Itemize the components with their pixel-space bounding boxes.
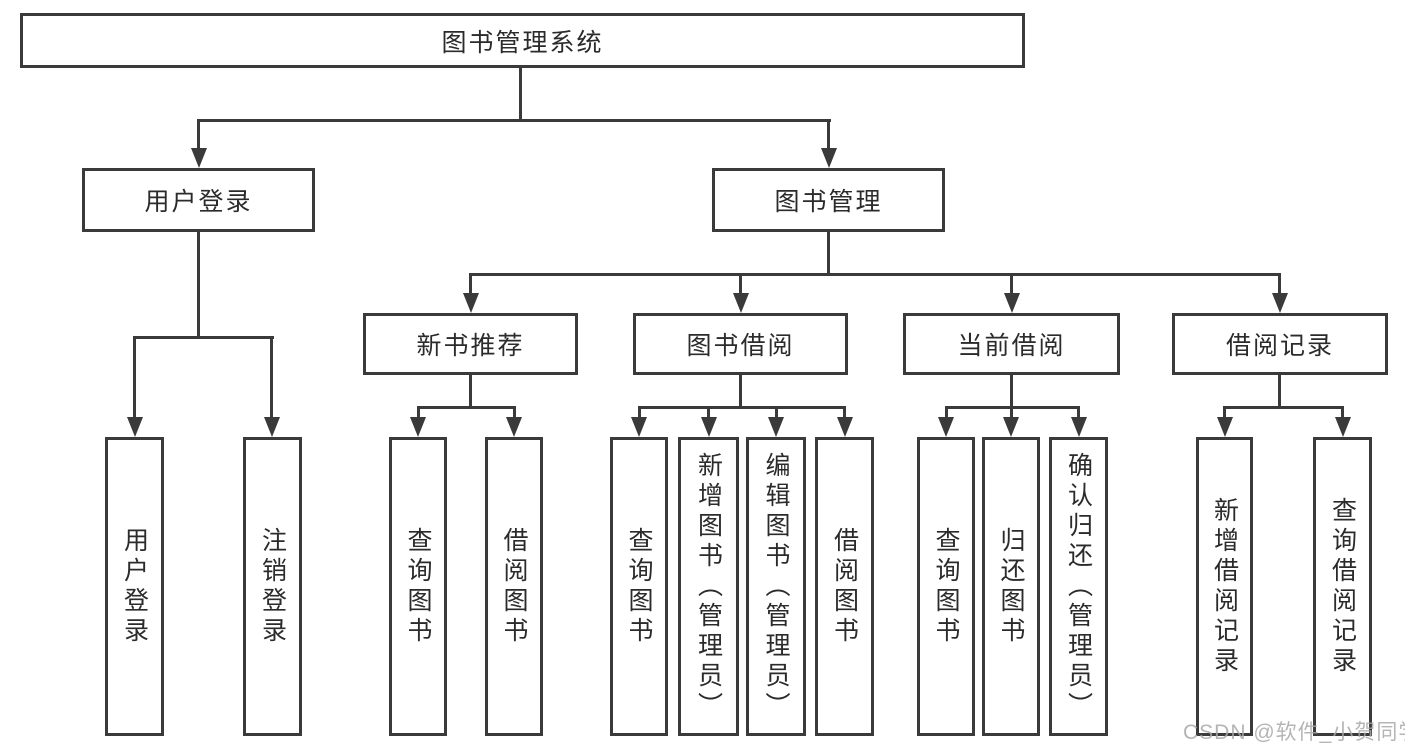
node-new-book-recommend: 新书推荐 [363,313,578,375]
node-book-borrowing: 图书借阅 [633,313,848,375]
node-borrowing-records-label: 借阅记录 [1225,332,1334,360]
node-rec-query-books: 查询图书 [389,437,447,736]
node-leaf-logout-label: 注销登录 [258,526,287,647]
arrow-down-icon [1335,417,1351,437]
arrow-down-icon [191,148,207,168]
connector-line [1077,406,1080,420]
connector-line [1010,406,1013,420]
arrow-down-icon [1217,417,1233,437]
node-root: 图书管理系统 [20,13,1025,68]
node-leaf-logout: 注销登录 [243,437,302,736]
connector-line [513,406,516,420]
node-borrowing-records: 借阅记录 [1172,313,1388,375]
node-bb-query-books: 查询图书 [610,437,668,736]
node-rec-query-books-label: 查询图书 [404,526,432,647]
arrow-down-icon [463,293,479,313]
connector-line [775,406,778,420]
connector-line [133,336,136,420]
arrow-down-icon [1071,417,1087,437]
watermark: CSDN @软件_小贺同学 [1183,721,1405,744]
arrow-down-icon [837,417,853,437]
arrow-down-icon [1272,293,1288,313]
arrow-down-icon [733,293,749,313]
node-cb-query-books-label: 查询图书 [932,526,960,647]
connector-line [270,336,273,420]
node-bb-add-books-admin: 新增图书（管理员） [678,437,739,736]
connector-line [1223,406,1226,420]
arrow-down-icon [410,417,426,437]
connector-line [197,232,200,339]
connector-line [1341,406,1344,420]
node-book-management: 图书管理 [712,168,945,232]
arrow-down-icon [127,417,143,437]
node-user-login-label: 用户登录 [144,188,253,216]
node-br-add-record-label: 新增借阅记录 [1210,496,1239,677]
arrow-down-icon [264,417,280,437]
node-root-label: 图书管理系统 [441,28,604,57]
node-cb-return-books: 归还图书 [982,437,1040,736]
connector-line [638,406,641,420]
node-user-login: 用户登录 [82,168,315,232]
connector-line [417,406,516,409]
connector-line [827,119,830,150]
node-leaf-user-login-label: 用户登录 [120,526,149,647]
node-bb-edit-books-admin-label: 编辑图书（管理员） [762,451,790,722]
node-current-borrowing: 当前借阅 [903,313,1120,375]
connector-line [1223,406,1344,409]
node-book-management-label: 图书管理 [774,188,883,216]
arrow-down-icon [1004,293,1020,313]
arrow-down-icon [768,417,784,437]
node-br-add-record: 新增借阅记录 [1196,437,1253,736]
connector-line [638,406,846,409]
node-leaf-user-login: 用户登录 [105,437,164,736]
connector-line [1278,273,1281,295]
connector-line [707,406,710,420]
node-bb-edit-books-admin: 编辑图书（管理员） [746,437,806,736]
connector-line [1010,273,1013,295]
node-cb-confirm-return-admin: 确认归还（管理员） [1049,437,1108,736]
node-rec-borrow-books-label: 借阅图书 [500,526,528,647]
connector-line [827,232,830,276]
connector-line [469,273,472,295]
node-bb-borrow-books: 借阅图书 [815,437,874,736]
node-br-query-record: 查询借阅记录 [1313,437,1372,736]
node-book-borrowing-label: 图书借阅 [686,332,795,360]
node-cb-query-books: 查询图书 [917,437,975,736]
node-rec-borrow-books: 借阅图书 [485,437,543,736]
arrow-down-icon [821,148,837,168]
arrow-down-icon [1003,417,1019,437]
connector-line [197,119,831,122]
arrow-down-icon [631,417,647,437]
node-cb-confirm-return-admin-label: 确认归还（管理员） [1064,451,1093,722]
connector-line [417,406,420,420]
arrow-down-icon [506,417,522,437]
connector-line [197,119,200,150]
connector-line [739,273,742,295]
node-cb-return-books-label: 归还图书 [997,526,1025,647]
connector-line [1010,375,1013,409]
connector-line [739,375,742,409]
node-bb-add-books-admin-label: 新增图书（管理员） [694,451,723,722]
connector-line [133,336,274,339]
connector-line [945,406,948,420]
arrow-down-icon [701,417,717,437]
connector-line [469,375,472,409]
connector-line [843,406,846,420]
node-bb-query-books-label: 查询图书 [625,526,653,647]
node-bb-borrow-books-label: 借阅图书 [830,526,859,647]
connector-line [1278,375,1281,409]
node-br-query-record-label: 查询借阅记录 [1328,496,1357,677]
node-new-book-recommend-label: 新书推荐 [416,332,525,360]
connector-line [469,273,1281,276]
node-current-borrowing-label: 当前借阅 [957,332,1066,360]
arrow-down-icon [938,417,954,437]
connector-line [519,68,522,122]
